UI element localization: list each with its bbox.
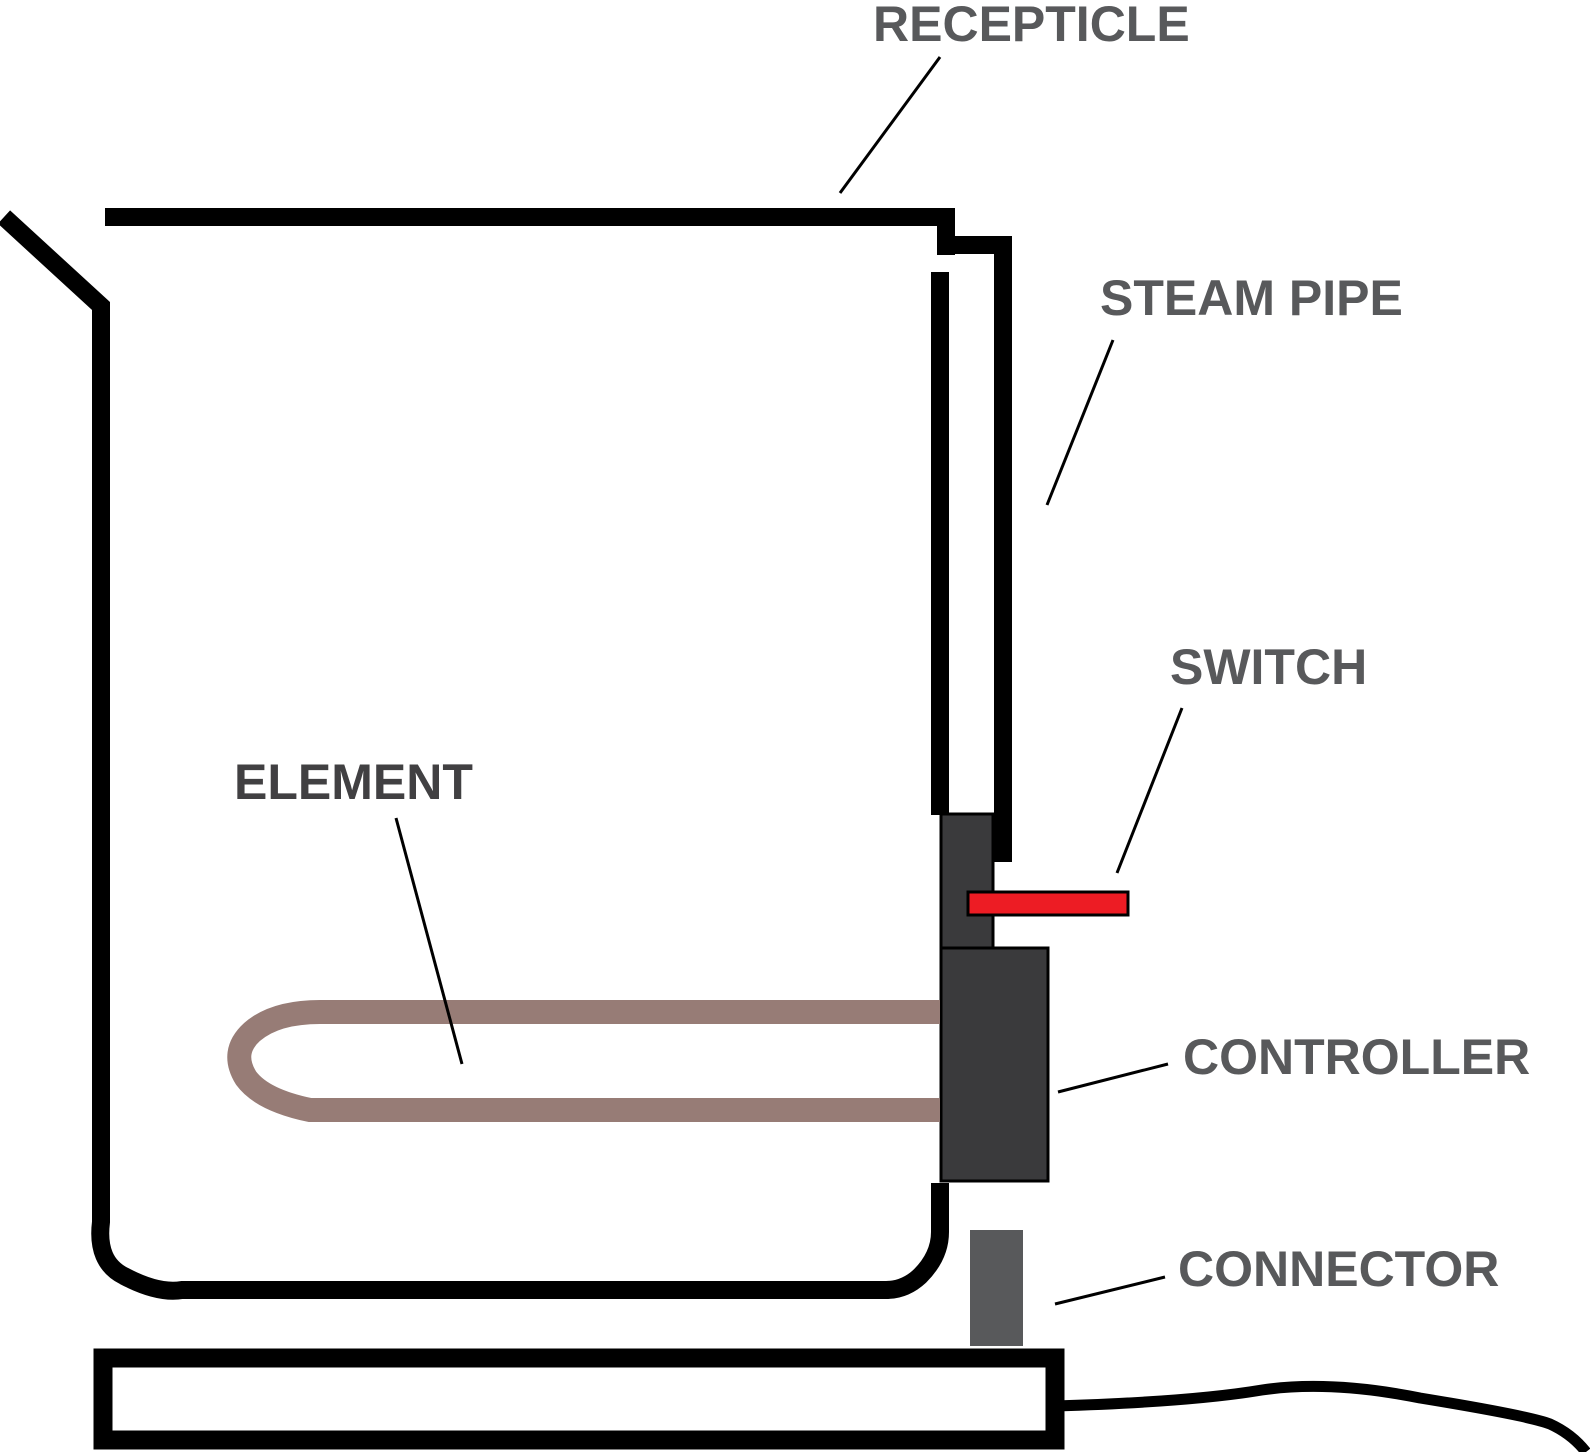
- switch-label: SWITCH: [1170, 639, 1367, 695]
- steam-pipe: [946, 236, 1012, 862]
- connector-label: CONNECTOR: [1178, 1241, 1499, 1297]
- controller-upper-block: [939, 812, 995, 952]
- receptacle-label: RECEPTICLE: [873, 0, 1190, 52]
- connector: [970, 1230, 1023, 1346]
- element-leader: [394, 817, 464, 1065]
- receptacle-outline: [0, 210, 949, 1300]
- connector-leader: [1054, 1275, 1166, 1306]
- heating-element: [227, 1000, 940, 1122]
- controller-block: [939, 946, 1050, 1183]
- base-plate: [93, 1348, 1065, 1450]
- power-cord: [1054, 1380, 1590, 1452]
- switch-lever: [966, 890, 1130, 917]
- steam-pipe-label: STEAM PIPE: [1100, 270, 1403, 326]
- receptacle-body: [0, 208, 955, 1300]
- element-label: ELEMENT: [234, 754, 473, 810]
- switch-leader: [1115, 707, 1184, 874]
- receptacle-leader: [838, 56, 942, 194]
- controller-leader: [1057, 1062, 1169, 1094]
- steam-pipe-leader: [1045, 339, 1115, 506]
- controller-label: CONTROLLER: [1183, 1029, 1530, 1085]
- leader-lines: [394, 56, 1184, 1306]
- steam-pipe-outline: [946, 236, 1012, 862]
